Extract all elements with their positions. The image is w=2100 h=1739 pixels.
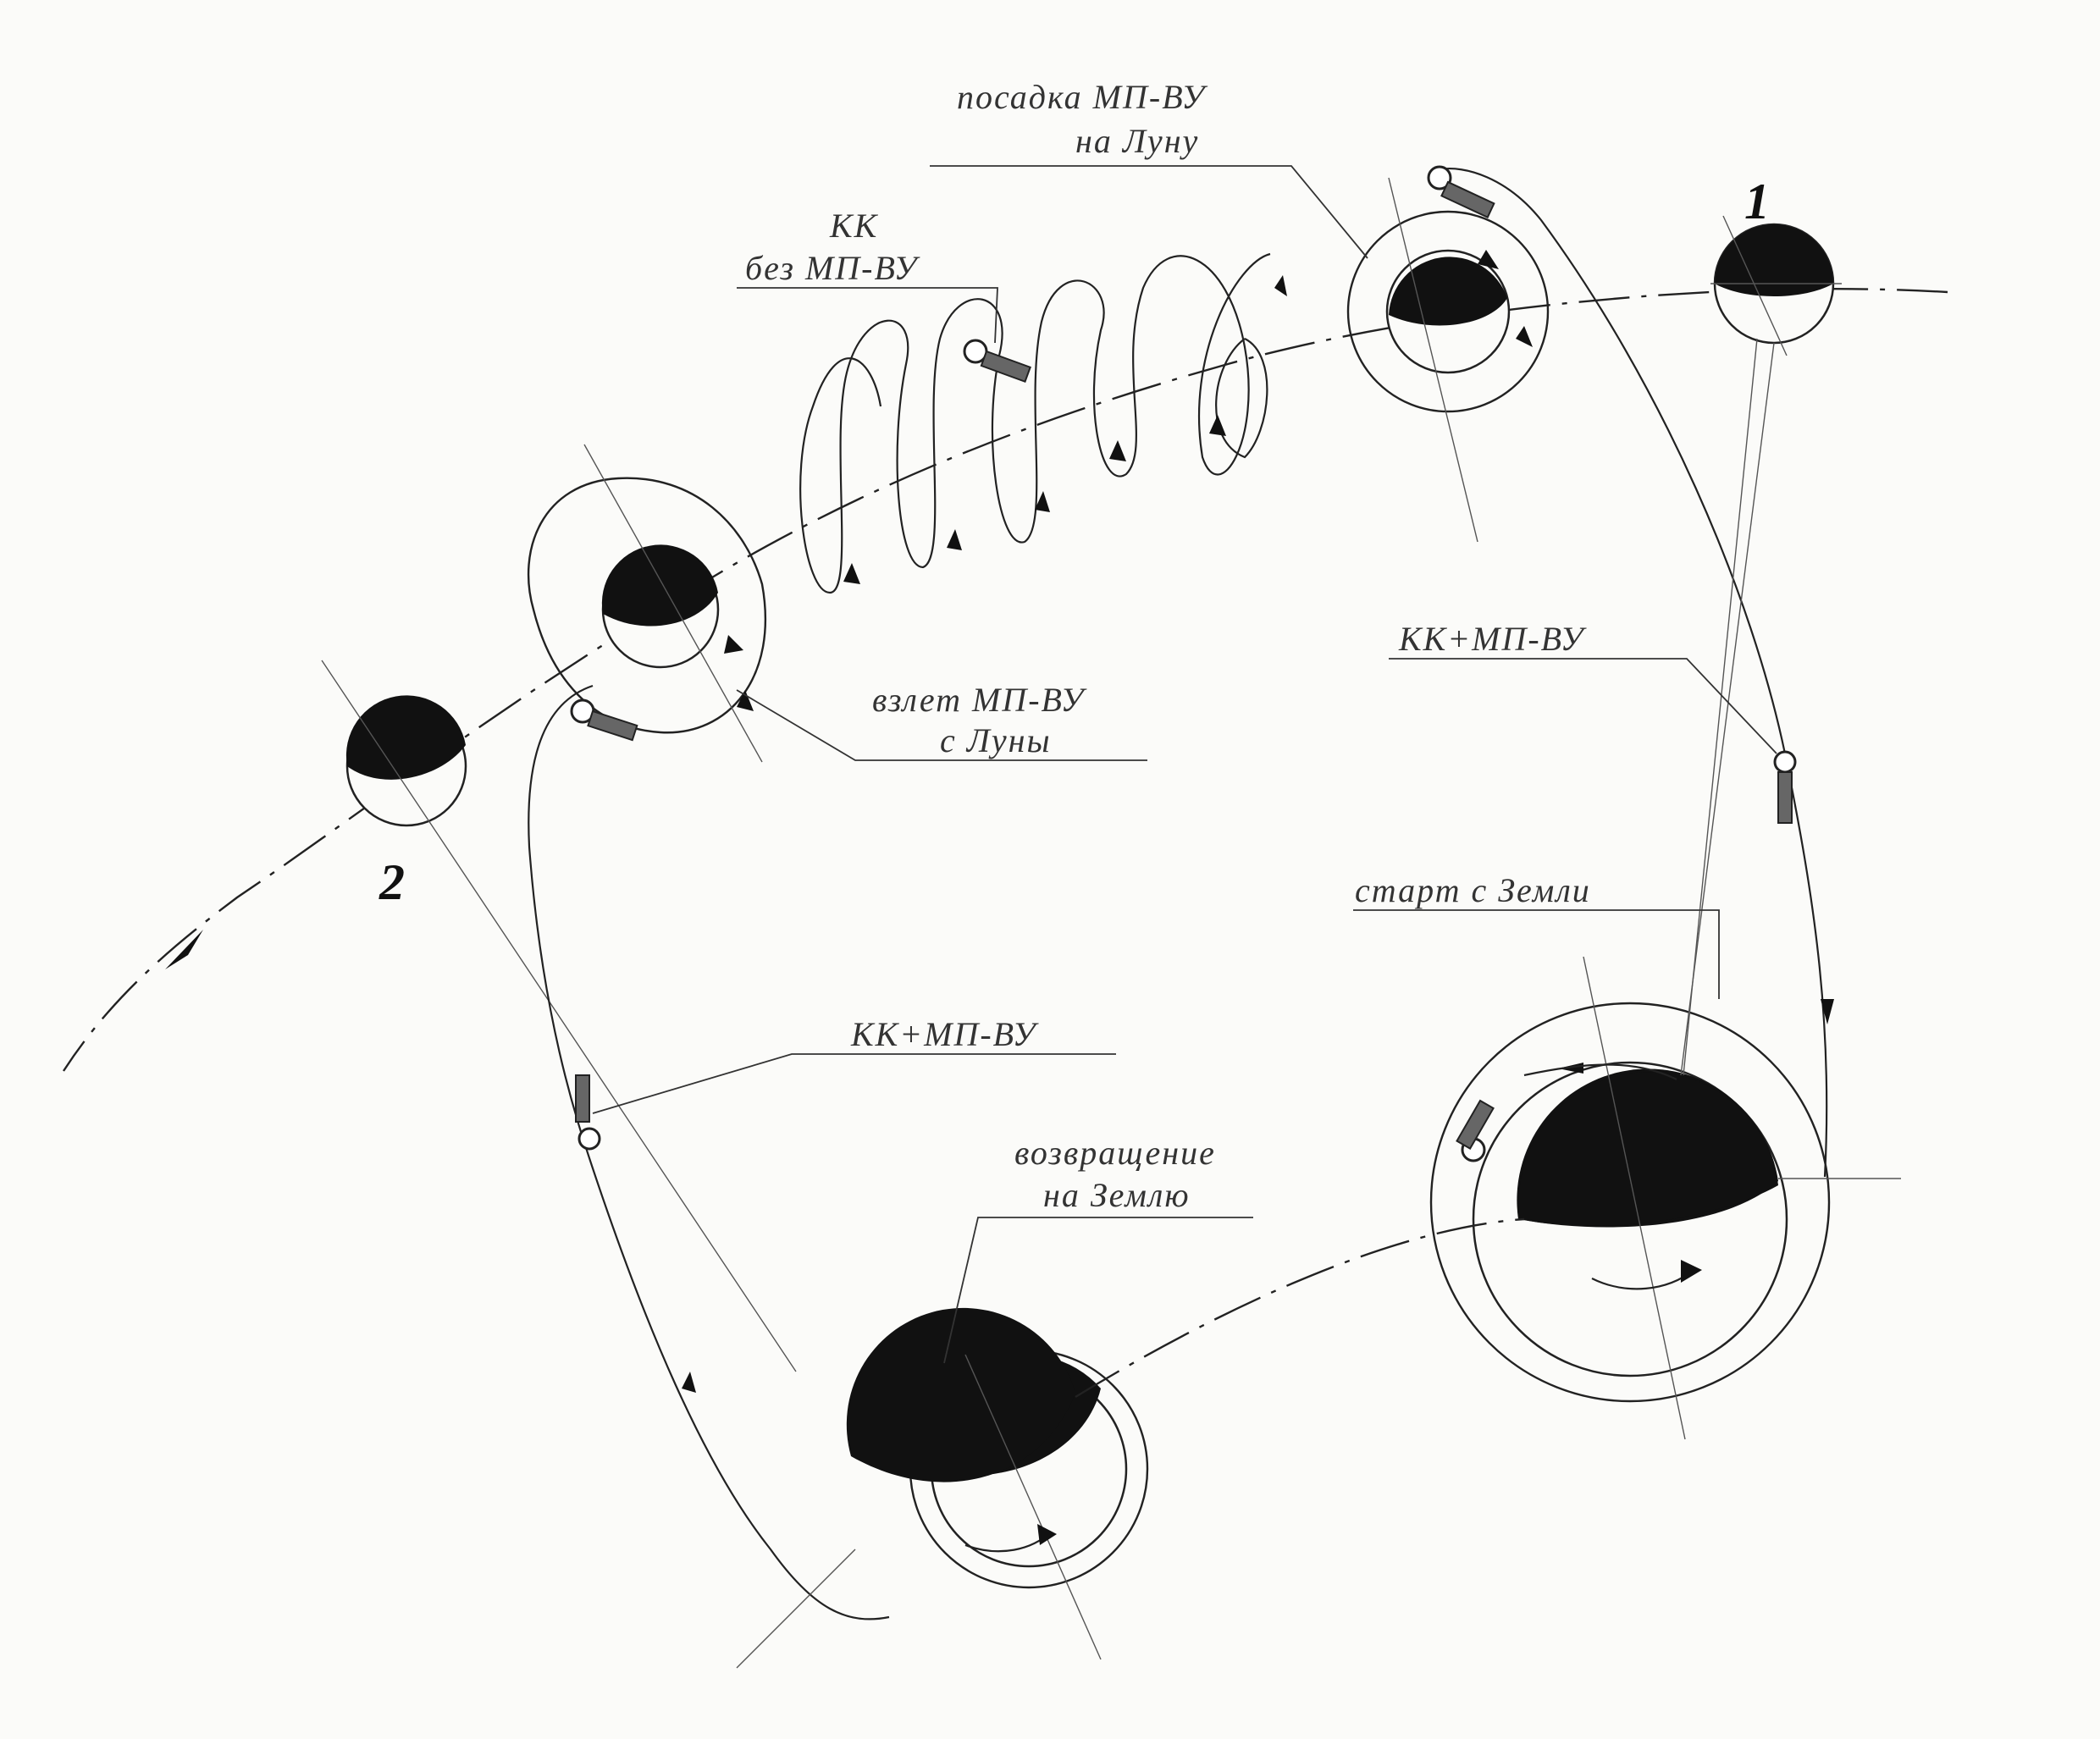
label-moon-landing-l1: посадка МП-ВУ <box>957 78 1208 116</box>
label-return-l2: на Землю <box>1043 1176 1191 1214</box>
earth-start-orbit-arc <box>1523 1063 1677 1080</box>
label-return-l1: возвращение <box>1014 1134 1216 1172</box>
moon-orbit-path <box>62 288 1948 1072</box>
label-moon-takeoff-l1: взлет МП-ВУ <box>872 681 1088 719</box>
return-trajectory <box>528 684 890 1620</box>
leader-moon-landing <box>930 165 1368 259</box>
spacecraft-kk-mp-vu-return <box>575 1074 601 1151</box>
label-kk-mp-vu-return: КК+МП-ВУ <box>850 1015 1040 1053</box>
earth-orbit-path <box>1075 1217 1525 1399</box>
spacecraft-kk-mp-vu-outbound <box>1773 750 1797 824</box>
earth-to-moon1-line <box>1680 342 1775 1076</box>
label-earth-start: старт с Земли <box>1355 871 1591 909</box>
moon-position-2 <box>321 660 797 1372</box>
earth-start <box>1429 956 1901 1440</box>
outbound-trajectory <box>1439 168 1828 1178</box>
leader-kk-mp-vu-return <box>592 1053 1116 1114</box>
kk-spiral-trajectory <box>799 252 1271 594</box>
moon-landing <box>1274 177 1550 543</box>
leader-kk-mp-vu-outbound <box>1389 658 1777 754</box>
label-moon-landing-l2: на Луну <box>1075 122 1199 160</box>
leader-kk-alone <box>737 287 998 344</box>
moon-position-2-label: 2 <box>379 854 405 910</box>
spacecraft-takeoff <box>570 698 638 742</box>
label-kk-alone-l1: КК <box>829 207 879 245</box>
moon-position-1-label: 1 <box>1744 174 1770 229</box>
leader-moon-takeoff <box>736 689 1147 761</box>
spacecraft-kk-alone <box>963 339 1031 384</box>
leader-earth-start <box>1353 909 1720 999</box>
leader-return-earth <box>943 1217 1253 1364</box>
spacecraft-earth-start <box>1456 1099 1495 1162</box>
moon-position-1 <box>1710 215 1842 356</box>
label-kk-alone-l2: без МП-ВУ <box>745 249 921 287</box>
moon-takeoff <box>527 444 767 763</box>
moon-orbit-arrow <box>165 930 203 969</box>
label-moon-takeoff-l2: с Луны <box>940 721 1052 759</box>
spacecraft-near-landing <box>1427 165 1495 218</box>
earth-return <box>736 1307 1149 1669</box>
label-kk-mp-vu-outbound: КК+МП-ВУ <box>1398 620 1588 658</box>
